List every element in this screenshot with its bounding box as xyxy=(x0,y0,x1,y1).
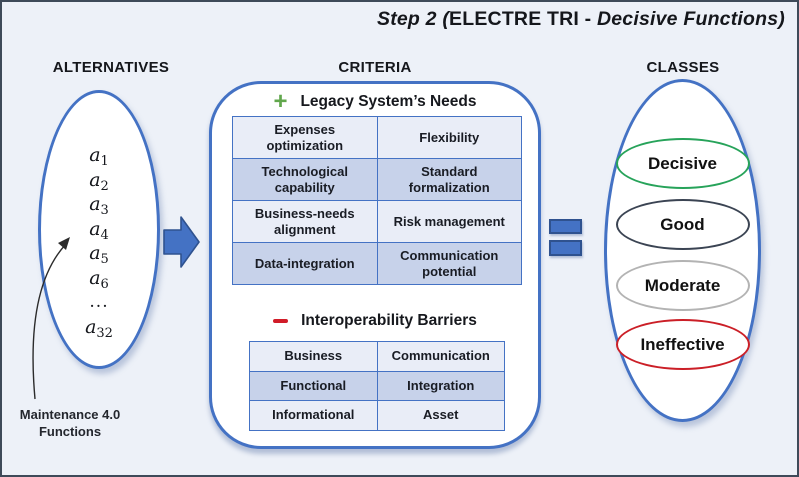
footnote-line1: Maintenance 4.0 xyxy=(19,407,121,422)
classes-heading: CLASSES xyxy=(646,59,720,76)
class-pill-moderate: Moderate xyxy=(615,260,750,311)
equals-icon xyxy=(549,219,582,256)
criteria-cell: Data-integration xyxy=(233,243,377,284)
maintenance-footnote: Maintenance 4.0 Functions xyxy=(10,406,130,440)
class-label: Moderate xyxy=(644,275,721,295)
equals-bar-top xyxy=(549,219,582,234)
criteria-cell: Functional xyxy=(250,371,377,400)
alternative-item: a5 xyxy=(89,242,109,267)
criteria-cell: Communication xyxy=(377,342,504,371)
title-segment: Decisive Functions) xyxy=(596,8,785,30)
alternative-item: a1 xyxy=(89,144,109,169)
class-pill-decisive: Decisive xyxy=(615,138,750,189)
alternatives-heading: ALTERNATIVES xyxy=(52,59,170,76)
title-segment: ELECTRE TRI - xyxy=(449,8,597,30)
barriers-header: Interoperability Barriers xyxy=(212,312,538,330)
alternative-item: ... xyxy=(89,292,109,312)
criteria-cell: Integration xyxy=(377,371,504,400)
criteria-heading: CRITERIA xyxy=(338,59,412,76)
class-pill-ineffective: Ineffective xyxy=(615,319,750,370)
alternative-item: a32 xyxy=(85,315,113,341)
needs-header: + Legacy System’s Needs xyxy=(212,88,538,115)
alternative-item: a2 xyxy=(89,168,109,194)
footnote-line2: Functions xyxy=(38,424,102,439)
class-pill-good: Good xyxy=(615,199,750,250)
criteria-cell: Standard formalization xyxy=(377,159,521,200)
criteria-cell: Technological capability xyxy=(233,159,377,200)
title-segment: Step 2 ( xyxy=(376,8,450,30)
alternative-item: a6 xyxy=(89,266,109,292)
criteria-cell: Communication potential xyxy=(377,243,521,284)
equals-bar-bottom xyxy=(549,240,582,256)
class-label: Decisive xyxy=(648,153,717,173)
criteria-panel: + Legacy System’s Needs Expenses optimiz… xyxy=(209,81,541,449)
criteria-cell: Expenses optimization xyxy=(233,117,377,158)
criteria-cell: Asset xyxy=(377,401,504,430)
criteria-cell: Risk management xyxy=(377,201,521,242)
criteria-cell: Business-needs alignment xyxy=(233,201,377,242)
minus-icon xyxy=(273,319,289,323)
barriers-title: Interoperability Barriers xyxy=(301,312,477,329)
criteria-cell: Informational xyxy=(250,401,377,430)
class-label: Good xyxy=(660,214,705,234)
needs-title: Legacy System’s Needs xyxy=(300,93,477,110)
alternative-item: a3 xyxy=(89,193,109,218)
criteria-cell: Flexibility xyxy=(377,117,521,158)
alternative-item: a4 xyxy=(89,217,109,243)
flow-arrow-icon xyxy=(163,216,200,268)
criteria-cell: Business xyxy=(250,342,377,371)
plus-icon: + xyxy=(273,88,288,115)
page-title: Step 2 (ELECTRE TRI - Decisive Functions… xyxy=(377,8,785,31)
class-label: Ineffective xyxy=(640,334,725,354)
